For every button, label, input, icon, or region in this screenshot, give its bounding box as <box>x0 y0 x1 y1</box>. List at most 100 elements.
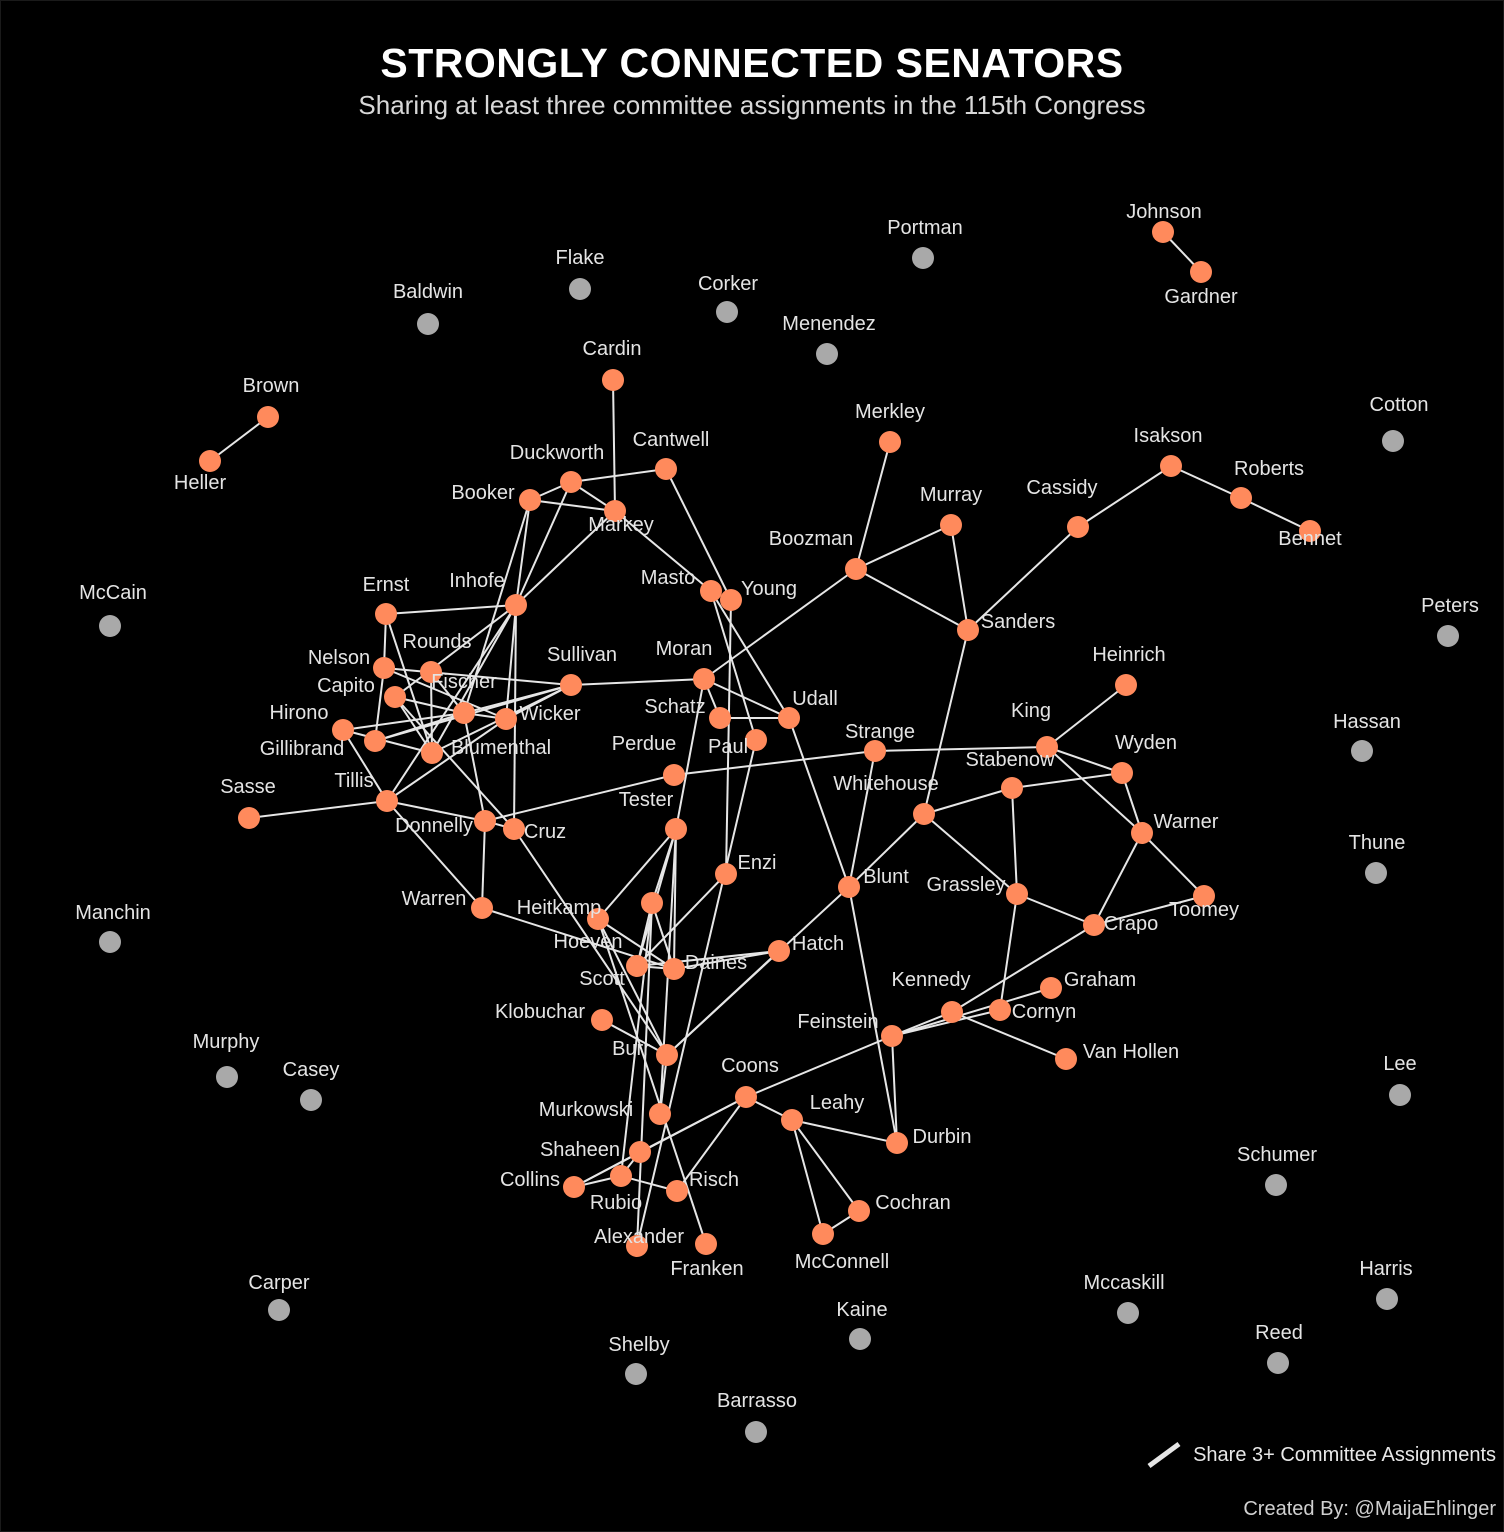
node-label-kennedy: Kennedy <box>892 969 971 991</box>
node-label-tillis: Tillis <box>334 770 373 792</box>
node-rounds <box>420 661 442 683</box>
node-johnson <box>1152 221 1174 243</box>
edge-coons-shaheen <box>639 1096 747 1153</box>
node-label-sullivan: Sullivan <box>547 644 617 666</box>
edge-tester-hoeven <box>651 828 677 904</box>
edge-murray-sanders <box>950 524 969 631</box>
node-label-cantwell: Cantwell <box>633 429 710 451</box>
node-label-murray: Murray <box>920 484 982 506</box>
edge-paul-alexander <box>636 739 757 1247</box>
node-young <box>720 589 742 611</box>
node-label-cornyn: Cornyn <box>1012 1001 1076 1023</box>
node-label-nelson: Nelson <box>308 647 370 669</box>
node-cochran <box>848 1200 870 1222</box>
edge-strange-blunt <box>848 750 876 888</box>
node-label-bennet: Bennet <box>1278 528 1342 550</box>
node-label-sanders: Sanders <box>981 611 1056 633</box>
node-cantwell <box>655 458 677 480</box>
node-schumer <box>1265 1174 1287 1196</box>
node-label-paul: Paul <box>708 736 748 758</box>
node-heitkamp <box>587 908 609 930</box>
node-warren <box>471 897 493 919</box>
edge-kennedy-van-hollen <box>951 1011 1067 1060</box>
node-label-murkowski: Murkowski <box>539 1099 633 1121</box>
edge-leahy-cochran <box>791 1119 860 1212</box>
node-label-lee: Lee <box>1383 1053 1416 1075</box>
edge-sanders-cassidy <box>967 526 1079 631</box>
node-label-udall: Udall <box>792 688 838 710</box>
node-label-mccain: McCain <box>79 582 147 604</box>
node-enzi <box>715 863 737 885</box>
node-label-young: Young <box>741 578 797 600</box>
edge-feinstein-durbin <box>891 1035 898 1144</box>
edge-brown-heller <box>209 416 269 462</box>
edge-graham-feinstein <box>891 987 1052 1037</box>
edge-heitkamp-daines <box>597 918 675 970</box>
node-markey <box>604 500 626 522</box>
node-risch <box>666 1180 688 1202</box>
node-rubio <box>610 1165 632 1187</box>
edge-enzi-scott <box>636 873 727 967</box>
node-peters <box>1437 625 1459 647</box>
edge-warner-crapo <box>1093 832 1143 926</box>
node-sanders <box>957 619 979 641</box>
edge-nelson-gillibrand <box>374 667 385 742</box>
node-flake <box>569 278 591 300</box>
node-label-strange: Strange <box>845 721 915 743</box>
edge-cantwell-young <box>665 468 732 601</box>
node-label-van-hollen: Van Hollen <box>1083 1041 1179 1063</box>
nodes-group <box>99 221 1459 1443</box>
node-kaine <box>849 1328 871 1350</box>
edge-whitehouse-blunt <box>848 813 925 888</box>
node-label-tester: Tester <box>619 789 674 811</box>
node-graham <box>1040 977 1062 999</box>
node-label-brown: Brown <box>243 375 300 397</box>
node-klobuchar <box>591 1009 613 1031</box>
node-label-manchin: Manchin <box>75 902 151 924</box>
node-label-thune: Thune <box>1349 832 1406 854</box>
node-label-klobuchar: Klobuchar <box>495 1001 585 1023</box>
edge-nelson-sullivan <box>383 667 572 686</box>
node-leahy <box>781 1109 803 1131</box>
edge-klobuchar-burr <box>601 1019 668 1056</box>
node-capito <box>384 686 406 708</box>
node-label-carper: Carper <box>248 1272 309 1294</box>
node-label-king: King <box>1011 700 1051 722</box>
node-heller <box>199 450 221 472</box>
edge-sullivan-moran <box>570 678 705 686</box>
node-barrasso <box>745 1421 767 1443</box>
node-kennedy <box>941 1001 963 1023</box>
edge-capito-fischer <box>394 696 465 714</box>
chart-title: STRONGLY CONNECTED SENATORS <box>380 40 1124 86</box>
node-label-blunt: Blunt <box>863 866 909 888</box>
node-label-whitehouse: Whitehouse <box>833 773 939 795</box>
edge-duckworth-inhofe <box>515 481 572 606</box>
node-label-capito: Capito <box>317 675 375 697</box>
node-label-enzi: Enzi <box>738 852 777 874</box>
edge-grassley-cornyn <box>999 893 1018 1011</box>
node-label-sasse: Sasse <box>220 776 276 798</box>
edge-hoeven-daines <box>651 902 675 970</box>
edge-fischer-hirono <box>342 712 465 731</box>
node-baldwin <box>417 313 439 335</box>
edge-markey-inhofe <box>515 510 616 606</box>
edge-burr-heitkamp <box>597 918 668 1056</box>
edge-feinstein-coons <box>745 1035 893 1098</box>
node-label-graham: Graham <box>1064 969 1136 991</box>
edge-young-enzi <box>725 599 732 875</box>
edge-crapo-toomey <box>1093 895 1205 926</box>
node-carper <box>268 1299 290 1321</box>
node-label-feinstein: Feinstein <box>797 1011 878 1033</box>
node-hoeven <box>641 892 663 914</box>
node-toomey <box>1193 885 1215 907</box>
node-label-schumer: Schumer <box>1237 1144 1317 1166</box>
edge-nelson-wicker <box>383 667 507 720</box>
node-label-gardner: Gardner <box>1164 286 1238 308</box>
node-label-mcconnell: McConnell <box>795 1251 889 1273</box>
node-label-portman: Portman <box>887 217 963 239</box>
node-nelson <box>373 657 395 679</box>
node-corker <box>716 301 738 323</box>
node-inhofe <box>505 594 527 616</box>
node-moran <box>693 668 715 690</box>
node-feinstein <box>881 1025 903 1047</box>
